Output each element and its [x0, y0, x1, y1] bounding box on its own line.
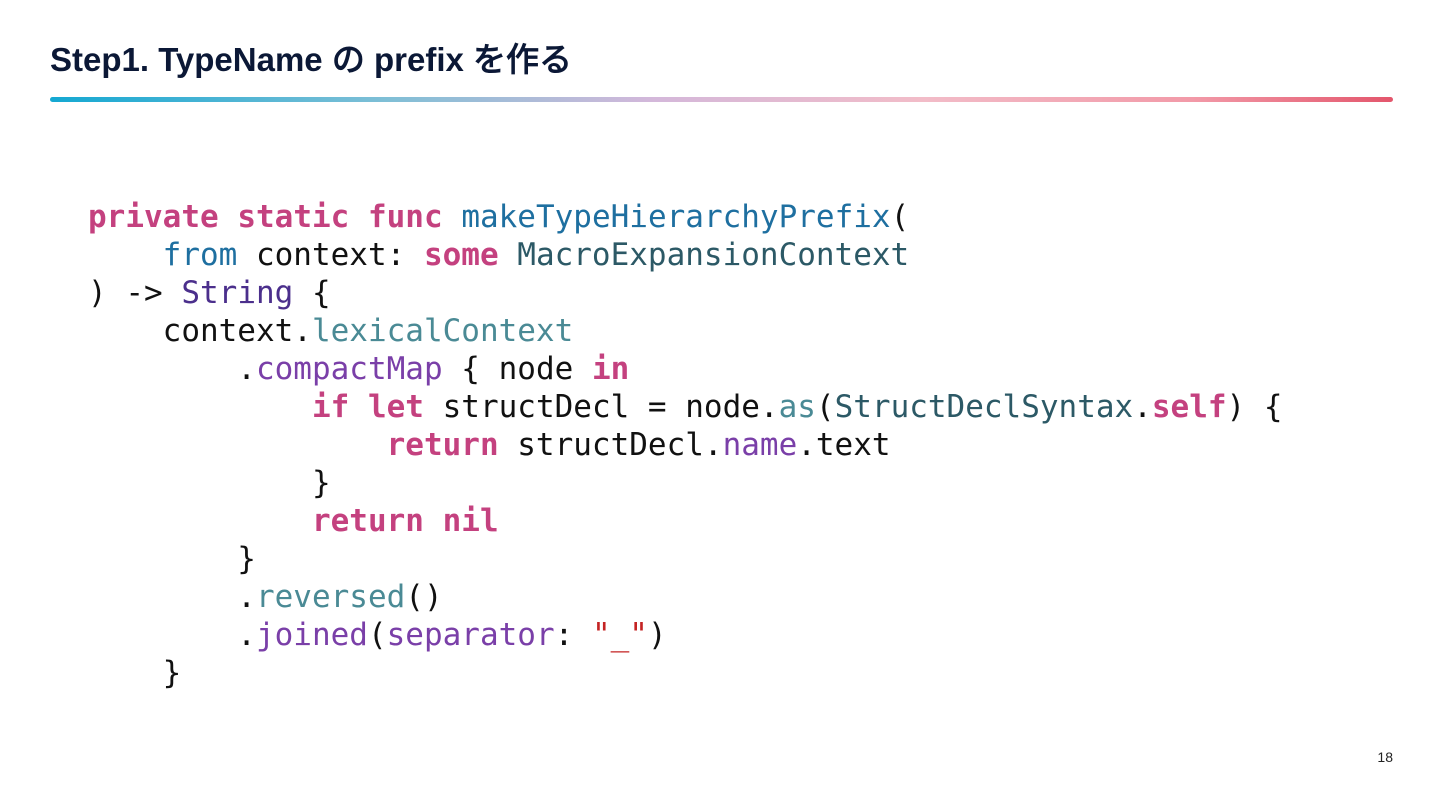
code-token: .: [88, 579, 256, 615]
code-token: String: [181, 275, 294, 311]
code-line: .joined(separator: "_"): [88, 616, 1388, 654]
code-token: (: [890, 199, 910, 235]
code-line: }: [88, 540, 1388, 578]
code-line: context.lexicalContext: [88, 312, 1388, 350]
page-number: 18: [1377, 749, 1393, 765]
code-token: (): [405, 579, 443, 615]
code-token: separator: [386, 617, 555, 653]
code-line: if let structDecl = node.as(StructDeclSy…: [88, 388, 1388, 426]
code-token: compactMap: [255, 351, 443, 387]
code-token: if: [311, 389, 350, 425]
code-token: [349, 389, 368, 425]
code-line: .reversed(): [88, 578, 1388, 616]
code-token: }: [88, 541, 256, 577]
code-block: private static func makeTypeHierarchyPre…: [88, 198, 1388, 692]
code-token: private: [88, 199, 219, 235]
code-token: }: [88, 465, 331, 501]
code-token: joined: [255, 617, 368, 653]
code-token: .: [88, 351, 256, 387]
code-token: {: [293, 275, 331, 311]
code-token: [88, 389, 312, 425]
code-token: return: [311, 503, 424, 539]
code-token: [219, 199, 238, 235]
code-token: static: [237, 199, 350, 235]
code-token: (: [367, 617, 387, 653]
code-token: return: [386, 427, 499, 463]
code-line: ) -> String {: [88, 274, 1388, 312]
code-token: MacroExpansionContext: [517, 237, 910, 273]
code-token: ): [647, 617, 667, 653]
code-token: (: [815, 389, 835, 425]
code-token: "_": [591, 617, 648, 653]
code-token: [349, 199, 368, 235]
code-line: private static func makeTypeHierarchyPre…: [88, 198, 1388, 236]
code-token: context:: [237, 237, 424, 273]
code-line: from context: some MacroExpansionContext: [88, 236, 1388, 274]
code-line: }: [88, 464, 1388, 502]
code-token: .: [88, 617, 256, 653]
code-line: .compactMap { node in: [88, 350, 1388, 388]
code-token: [443, 199, 462, 235]
code-token: [424, 503, 443, 539]
slide-title: Step1. TypeName の prefix を作る: [50, 41, 573, 78]
code-token: .: [1133, 389, 1152, 425]
code-token: StructDeclSyntax: [834, 389, 1134, 425]
code-token: [88, 427, 387, 463]
code-token: { node: [442, 351, 592, 387]
code-token: let: [367, 389, 424, 425]
code-token: name: [722, 427, 798, 463]
code-line: return nil: [88, 502, 1388, 540]
code-token: ) {: [1226, 389, 1283, 425]
code-token: lexicalContext: [311, 313, 574, 349]
code-token: context.: [88, 313, 312, 349]
code-token: nil: [442, 503, 499, 539]
code-token: in: [591, 351, 630, 387]
code-token: some: [423, 237, 499, 273]
code-line: }: [88, 654, 1388, 692]
code-token: }: [88, 655, 182, 691]
code-token: :: [554, 617, 592, 653]
code-token: func: [367, 199, 443, 235]
code-token: [88, 503, 312, 539]
code-token: structDecl.: [498, 427, 723, 463]
code-token: .text: [797, 427, 891, 463]
code-token: makeTypeHierarchyPrefix: [461, 199, 891, 235]
code-token: as: [778, 389, 816, 425]
code-token: reversed: [255, 579, 406, 615]
title-underline-rule: [50, 97, 1393, 102]
code-token: from: [162, 237, 238, 273]
code-token: [88, 237, 163, 273]
code-line: return structDecl.name.text: [88, 426, 1388, 464]
code-token: self: [1151, 389, 1227, 425]
code-token: ) ->: [88, 275, 182, 311]
code-token: [499, 237, 518, 273]
code-token: structDecl = node.: [423, 389, 779, 425]
